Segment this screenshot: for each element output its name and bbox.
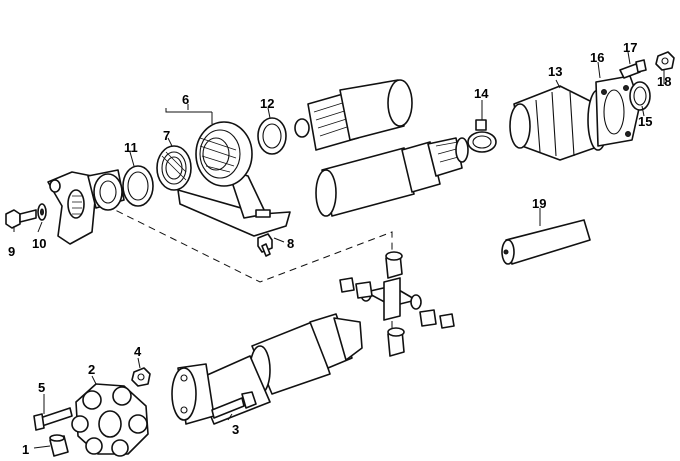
flex-disc-2 — [71, 383, 149, 457]
callout-4: 4 — [134, 344, 142, 359]
callout-10: 10 — [32, 236, 46, 251]
bearing-7 — [156, 145, 192, 191]
cv-joint-13 — [509, 85, 609, 161]
main-shaft-lower — [171, 313, 363, 425]
bolt-5 — [33, 407, 73, 431]
bolt-9 — [5, 209, 37, 229]
washer-10 — [37, 203, 47, 221]
callout-1: 1 — [22, 442, 29, 457]
callout-9: 9 — [8, 244, 15, 259]
bolt-3 — [211, 391, 257, 419]
bushing-1 — [49, 434, 69, 457]
flange-16 — [595, 75, 641, 147]
center-bearing-6 — [177, 121, 291, 237]
callout-7: 7 — [163, 128, 170, 143]
callout-18: 18 — [657, 74, 671, 89]
callout-11: 11 — [124, 140, 138, 155]
callout-2: 2 — [88, 362, 95, 377]
splined-shaft-upper — [294, 79, 413, 151]
bolt-17 — [619, 59, 647, 79]
callout-15: 15 — [638, 114, 652, 129]
flange-yoke — [47, 169, 125, 245]
tube-middle — [315, 137, 469, 217]
ring-11 — [122, 165, 154, 207]
nut-18 — [655, 51, 675, 71]
grease-tube-19 — [501, 219, 591, 265]
callout-17: 17 — [623, 40, 637, 55]
callout-6: 6 — [182, 92, 189, 107]
callout-14: 14 — [474, 86, 489, 101]
callout-13: 13 — [548, 64, 562, 79]
ring-12 — [257, 117, 287, 155]
nut-4 — [131, 367, 151, 387]
callout-labels: 9 10 11 7 6 12 14 13 16 17 18 15 8 19 4 … — [8, 40, 671, 457]
callout-5: 5 — [38, 380, 45, 395]
callout-3: 3 — [232, 422, 239, 437]
bolt-8 — [257, 233, 273, 257]
leader-lines — [13, 51, 665, 449]
universal-joint — [339, 251, 455, 357]
clamp-14 — [467, 119, 497, 153]
assembly-dashed-path — [94, 199, 393, 330]
callout-19: 19 — [532, 196, 546, 211]
callout-12: 12 — [260, 96, 274, 111]
callout-16: 16 — [590, 50, 604, 65]
ring-15 — [629, 81, 651, 111]
callout-8: 8 — [287, 236, 294, 251]
